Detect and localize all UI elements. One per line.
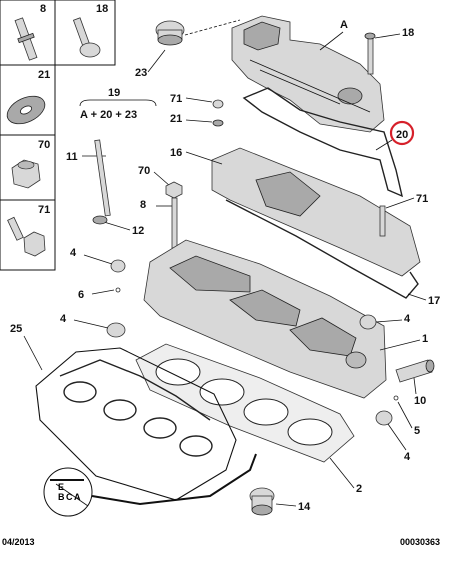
camshaft-housing xyxy=(211,147,421,277)
detail-mark-c: C xyxy=(66,492,73,502)
washer-icon xyxy=(6,95,46,125)
callout-4-a: 4 xyxy=(70,247,77,259)
callout-18: 18 xyxy=(402,27,414,39)
detail-mark-a: A xyxy=(74,492,81,502)
legend-label-71: 71 xyxy=(38,204,50,216)
legend-label-21: 21 xyxy=(38,69,50,81)
callout-4-b: 4 xyxy=(60,313,67,325)
legend-label-18: 18 xyxy=(96,3,108,15)
bolt-icon xyxy=(72,17,101,58)
callout-8: 8 xyxy=(140,199,146,211)
callout-20: 20 xyxy=(396,129,408,141)
footer-date: 04/2013 xyxy=(2,537,35,547)
detail-magnifier: E B C A xyxy=(43,467,93,517)
callout-6: 6 xyxy=(78,289,84,301)
callout-70: 70 xyxy=(138,165,150,177)
cover-bolt xyxy=(364,32,376,75)
callout-14: 14 xyxy=(298,501,311,513)
cylinder-head-cover-assembly xyxy=(231,15,385,133)
callout-23: 23 xyxy=(135,67,147,79)
callout-17: 17 xyxy=(428,295,440,307)
plug-2 xyxy=(106,322,126,338)
callout-12: 12 xyxy=(132,225,144,237)
plug-3 xyxy=(359,314,377,330)
callout-10: 10 xyxy=(414,395,426,407)
legend-label-8: 8 xyxy=(40,3,46,15)
flange-bolt-icon xyxy=(7,216,46,257)
legend-label-70: 70 xyxy=(38,139,50,151)
seal-plug xyxy=(249,487,275,516)
callout-71-right: 71 xyxy=(416,193,428,205)
callout-4-c: 4 xyxy=(404,313,411,325)
highlight-circle-20 xyxy=(389,120,415,146)
callout-11: 11 xyxy=(66,151,78,163)
callout-5: 5 xyxy=(414,425,420,437)
sleeve-tube xyxy=(395,359,435,383)
stud-icon xyxy=(14,17,38,61)
oil-filler-cap xyxy=(155,20,185,46)
kit-formula-text: A + 20 + 23 xyxy=(80,109,137,121)
kit-formula: 19 A + 20 + 23 xyxy=(79,87,157,121)
callout-25: 25 xyxy=(10,323,22,335)
callout-1: 1 xyxy=(422,333,428,345)
cover-gasket xyxy=(242,87,403,198)
housing-gasket xyxy=(225,199,419,299)
detail-mark-e: E xyxy=(58,482,64,492)
callout-71-upper: 71 xyxy=(170,93,182,105)
footer-ref: 00030363 xyxy=(400,537,440,547)
callout-2: 2 xyxy=(356,483,362,495)
gasket-set xyxy=(35,347,237,501)
plug-4 xyxy=(375,410,393,426)
callout-16: 16 xyxy=(170,147,182,159)
nut-icon xyxy=(11,159,41,189)
callout-a: A xyxy=(340,19,348,31)
plug-1 xyxy=(110,259,126,273)
callout-21-upper: 21 xyxy=(170,113,182,125)
callout-19: 19 xyxy=(108,87,120,99)
detail-mark-b: B xyxy=(58,492,65,502)
callout-4-d: 4 xyxy=(404,451,411,463)
legend-panel: 8 18 21 70 71 xyxy=(0,0,116,271)
head-gasket xyxy=(135,343,355,463)
